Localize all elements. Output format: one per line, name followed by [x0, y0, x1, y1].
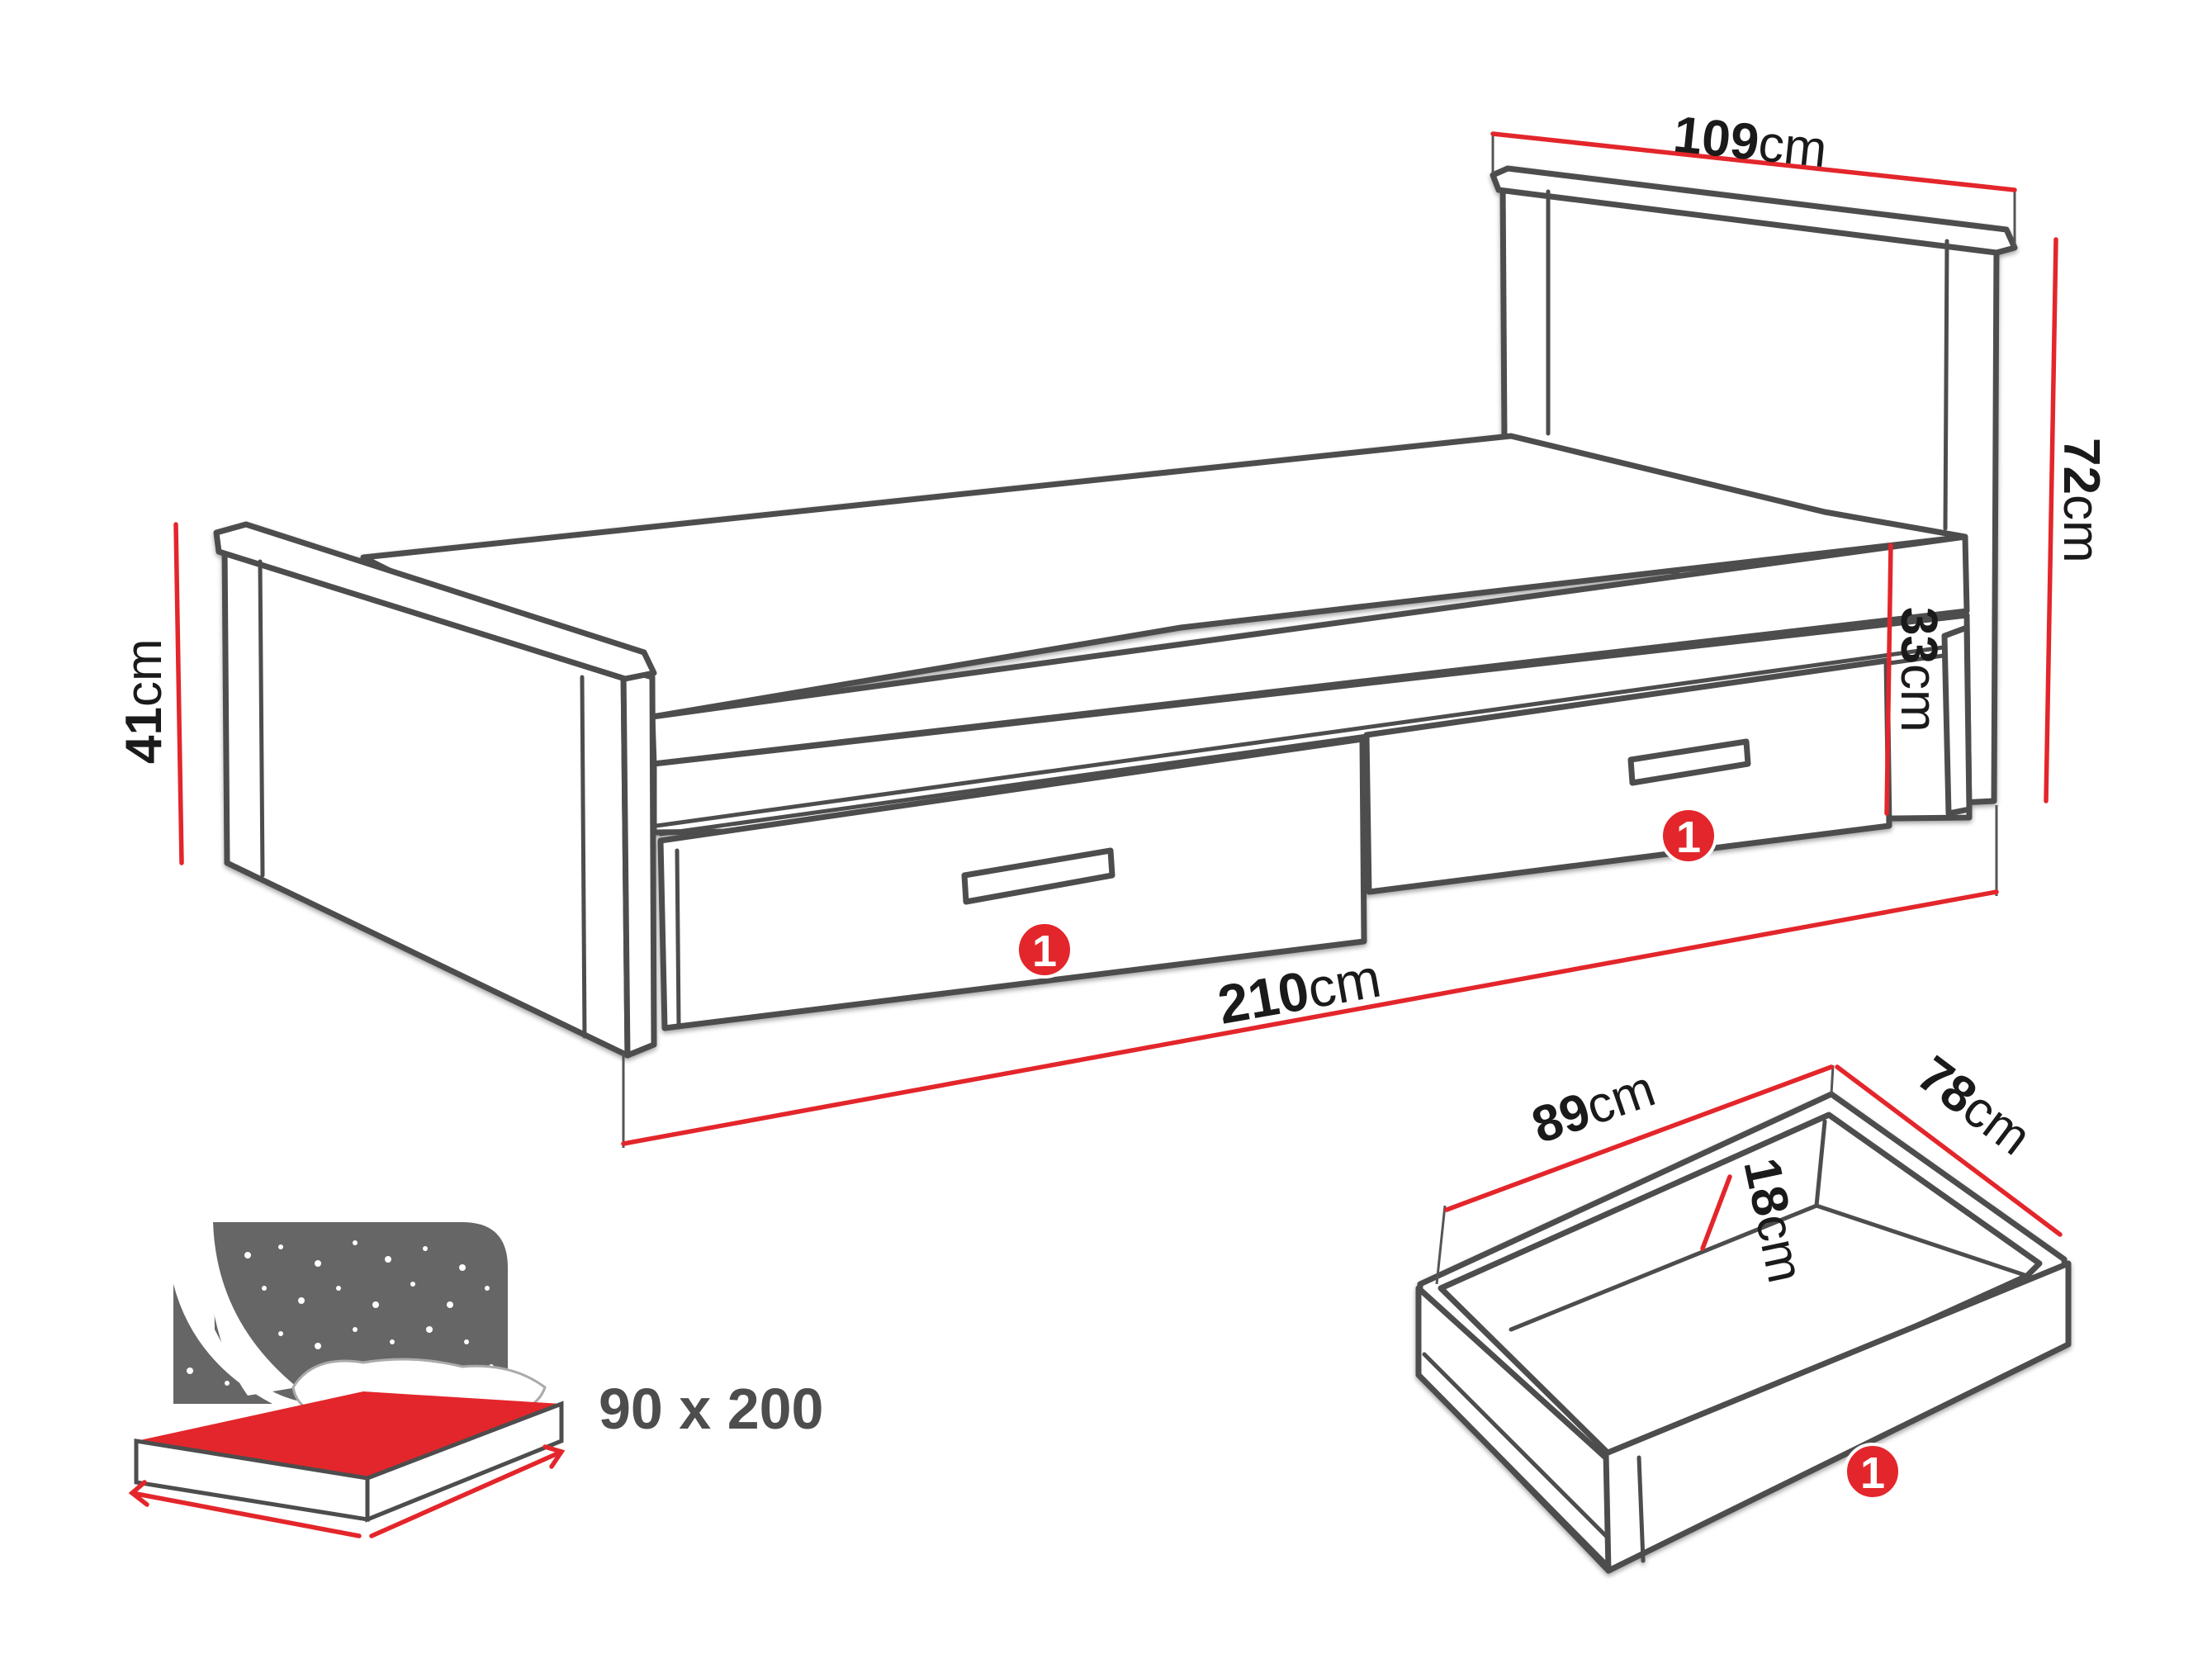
svg-text:1: 1 — [1860, 1448, 1885, 1498]
footboard-cap — [213, 521, 657, 682]
label-89: 89cm — [1525, 1060, 1662, 1155]
drawer-front-edge — [1637, 1455, 1646, 1563]
label-210: 210cm — [1214, 947, 1385, 1036]
drawer-side-line — [1422, 1352, 1608, 1538]
drawer-left-edge — [675, 848, 681, 1026]
mattress-width-arrow — [369, 1449, 564, 1538]
rail-separator — [654, 642, 1969, 828]
mattress-length-arrow — [130, 1491, 362, 1538]
drawer-right-front — [1363, 657, 1892, 895]
dim-line-41 — [173, 522, 184, 865]
drawer-left-handle — [961, 847, 1115, 905]
drawer-inside — [1438, 1112, 2043, 1465]
dim-line-210 — [621, 889, 1999, 1146]
footboard-inner-line — [258, 559, 265, 878]
label-72: 72cm — [2053, 438, 2110, 563]
badge-drawer-right: 1 — [1660, 807, 1717, 865]
ext-drawer-left — [1435, 1205, 1447, 1285]
badge-drawer-detail: 1 — [1844, 1443, 1902, 1500]
label-18: 18cm — [1732, 1154, 1814, 1288]
ext-drawer-top — [1830, 1064, 1835, 1095]
dim-line-89 — [1444, 1064, 1834, 1212]
svg-text:1: 1 — [1032, 927, 1057, 976]
footboard-end — [620, 666, 657, 1059]
night-sky-icon — [213, 1222, 508, 1404]
dim-line-33 — [1884, 543, 1893, 816]
headboard-cap — [1490, 165, 2018, 256]
headboard-inner-line-2 — [1943, 239, 1949, 531]
stars — [187, 1240, 494, 1386]
dim-line-18 — [1700, 1174, 1732, 1251]
frame-end — [1941, 624, 1973, 817]
label-33: 33cm — [1890, 607, 1947, 732]
bed-line-drawing — [213, 165, 2018, 1059]
dim-line-72 — [2044, 237, 2058, 803]
label-78: 78cm — [1907, 1045, 2042, 1166]
mattress-icon — [128, 1222, 566, 1538]
svg-text:1: 1 — [1676, 813, 1701, 862]
drawer-front-panel — [1603, 1260, 2072, 1574]
mattress-size-label: 90 x 200 — [599, 1377, 823, 1441]
drawer-right-handle — [1627, 738, 1751, 786]
footboard-inner-line-2 — [580, 675, 587, 1039]
dim-line-78 — [1835, 1064, 2063, 1237]
drawer-line-drawing — [1415, 1091, 2072, 1574]
label-41: 41cm — [116, 638, 173, 764]
label-109: 109cm — [1671, 106, 1830, 178]
dim-line-109 — [1490, 131, 2017, 192]
badge-drawer-left: 1 — [1016, 921, 1073, 979]
drawer-inner-edge — [1814, 1119, 1827, 1208]
